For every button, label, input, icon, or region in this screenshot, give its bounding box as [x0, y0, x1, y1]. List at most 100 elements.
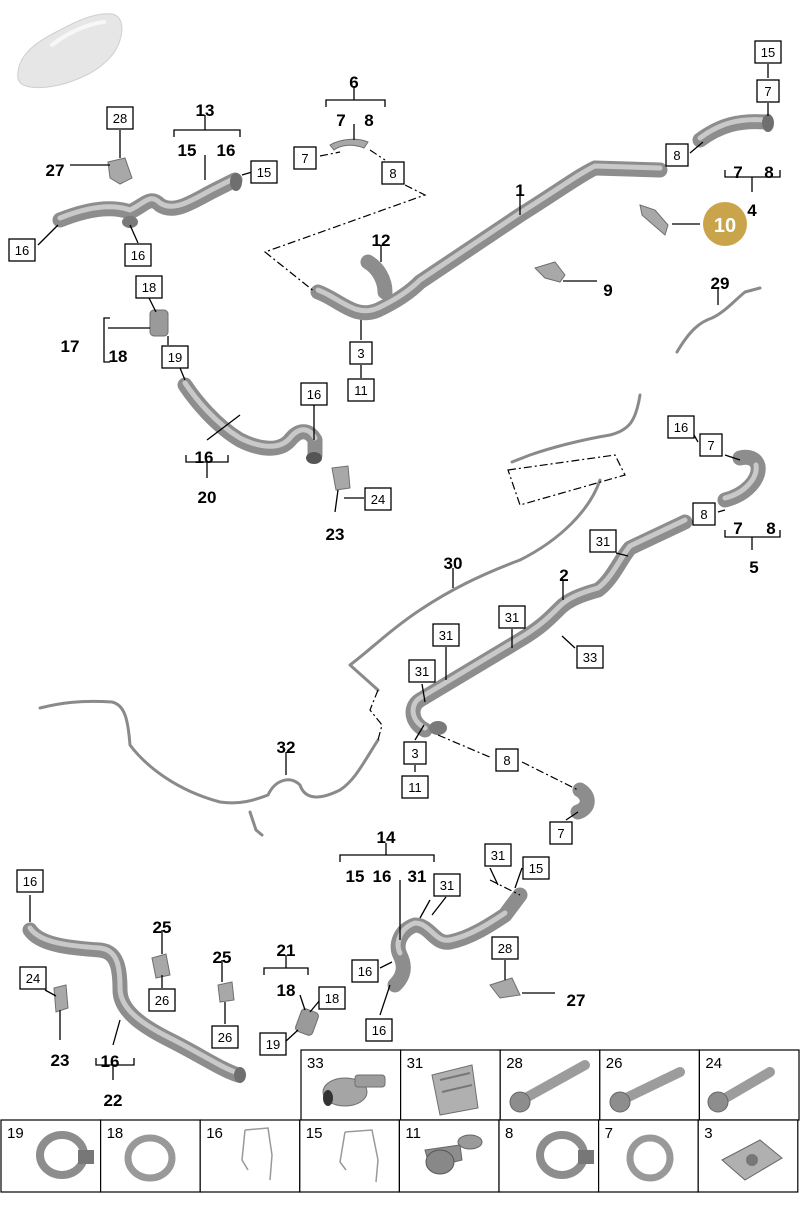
callout-label-20[interactable]: 20	[198, 488, 217, 507]
callout-box-24[interactable]: 24	[19, 966, 47, 990]
callout-label-18[interactable]: 18	[109, 347, 128, 366]
part-16-spring-clip-icon	[241, 1127, 273, 1181]
callout-box-31[interactable]: 31	[408, 659, 436, 683]
clip-part-23-upper	[331, 465, 351, 491]
callout-label-17[interactable]: 17	[61, 337, 80, 356]
callout-box-8[interactable]: 8	[665, 143, 689, 167]
callout-box-label: 7	[557, 826, 564, 841]
callout-box-16[interactable]: 16	[16, 869, 44, 893]
callout-box-26[interactable]: 26	[211, 1025, 239, 1049]
parts-legend-cell-16[interactable]: 16	[199, 1119, 301, 1193]
callout-box-label: 31	[440, 878, 454, 893]
callout-box-26[interactable]: 26	[148, 988, 176, 1012]
callout-box-16[interactable]: 16	[667, 415, 695, 439]
callout-box-16[interactable]: 16	[300, 382, 328, 406]
callout-box-11[interactable]: 11	[401, 775, 429, 799]
callout-box-19[interactable]: 19	[161, 345, 189, 369]
callout-label-8[interactable]: 8	[766, 519, 775, 538]
coolant-pipe-2	[405, 514, 693, 738]
callout-box-11[interactable]: 11	[347, 378, 375, 402]
callout-box-label: 31	[439, 628, 453, 643]
parts-legend-cell-15[interactable]: 15	[299, 1119, 400, 1193]
callout-box-31[interactable]: 31	[498, 605, 526, 629]
callout-box-3[interactable]: 3	[403, 741, 427, 765]
callout-label-15[interactable]: 15	[346, 867, 365, 886]
callout-label-16[interactable]: 16	[195, 448, 214, 467]
callout-label-15[interactable]: 15	[178, 141, 197, 160]
callout-box-16[interactable]: 16	[8, 238, 36, 262]
parts-legend-number: 28	[506, 1055, 523, 1072]
callout-box-31[interactable]: 31	[484, 843, 512, 867]
callout-label-14[interactable]: 14	[377, 828, 396, 847]
callout-label-7[interactable]: 7	[336, 111, 345, 130]
clip-part-27-upper	[107, 157, 133, 185]
callout-box-31[interactable]: 31	[432, 623, 460, 647]
callout-box-7[interactable]: 7	[699, 433, 723, 457]
highlighted-part-10[interactable]: 10	[703, 202, 747, 246]
callout-label-16[interactable]: 16	[101, 1052, 120, 1071]
callout-label-7[interactable]: 7	[733, 519, 742, 538]
callout-label-4[interactable]: 4	[747, 201, 757, 220]
callout-box-8[interactable]: 8	[495, 748, 519, 772]
callout-box-7[interactable]: 7	[756, 79, 780, 103]
callout-box-7[interactable]: 7	[549, 821, 573, 845]
callout-label-12[interactable]: 12	[372, 231, 391, 250]
callout-box-label: 18	[325, 991, 339, 1006]
callout-box-33[interactable]: 33	[576, 645, 604, 669]
callout-label-16[interactable]: 16	[217, 141, 236, 160]
callout-label-8[interactable]: 8	[764, 163, 773, 182]
callout-label-27[interactable]: 27	[46, 161, 65, 180]
callout-label-31[interactable]: 31	[408, 867, 427, 886]
callout-label-18[interactable]: 18	[277, 981, 296, 1000]
callout-label-23[interactable]: 23	[51, 1051, 70, 1070]
coolant-pipe-5	[717, 449, 766, 508]
callout-label-29[interactable]: 29	[711, 274, 730, 293]
callout-box-8[interactable]: 8	[692, 502, 716, 526]
callout-box-16[interactable]: 16	[365, 1018, 393, 1042]
callout-label-16[interactable]: 16	[373, 867, 392, 886]
callout-box-7[interactable]: 7	[293, 146, 317, 170]
callout-box-15[interactable]: 15	[250, 160, 278, 184]
callout-box-18[interactable]: 18	[318, 986, 346, 1010]
callout-box-31[interactable]: 31	[589, 529, 617, 553]
callout-box-15[interactable]: 15	[522, 856, 550, 880]
callout-label-2[interactable]: 2	[559, 566, 568, 585]
callout-label-9[interactable]: 9	[603, 281, 612, 300]
callout-label-7[interactable]: 7	[733, 163, 742, 182]
callout-label-8[interactable]: 8	[364, 111, 373, 130]
parts-legend-number: 33	[307, 1055, 324, 1072]
callout-box-15[interactable]: 15	[754, 40, 782, 64]
callout-box-28[interactable]: 28	[106, 106, 134, 130]
callout-box-16[interactable]: 16	[351, 959, 379, 983]
callout-box-label: 26	[218, 1030, 232, 1045]
callout-label-22[interactable]: 22	[104, 1091, 123, 1110]
callout-label-6[interactable]: 6	[349, 73, 358, 92]
callout-box-label: 8	[673, 148, 680, 163]
vehicle-thumbnail-icon	[17, 13, 123, 89]
callout-label-21[interactable]: 21	[277, 941, 296, 960]
callout-box-28[interactable]: 28	[491, 936, 519, 960]
callout-label-25[interactable]: 25	[213, 948, 232, 967]
callout-box-label: 31	[415, 664, 429, 679]
callout-label-32[interactable]: 32	[277, 738, 296, 757]
callout-label-5[interactable]: 5	[749, 558, 758, 577]
parts-legend-number: 7	[605, 1125, 613, 1142]
callout-box-19[interactable]: 19	[259, 1032, 287, 1056]
callout-box-3[interactable]: 3	[349, 341, 373, 365]
callout-label-25[interactable]: 25	[153, 918, 172, 937]
callout-label-13[interactable]: 13	[196, 101, 215, 120]
callout-box-label: 11	[408, 780, 422, 795]
callout-box-18[interactable]: 18	[135, 275, 163, 299]
parts-legend-number: 8	[505, 1125, 513, 1142]
part-18-oring-icon	[124, 1134, 176, 1182]
callout-box-8[interactable]: 8	[381, 161, 405, 185]
callout-box-24[interactable]: 24	[364, 487, 392, 511]
callout-box-16[interactable]: 16	[124, 243, 152, 267]
callout-label-30[interactable]: 30	[444, 554, 463, 573]
callout-label-1[interactable]: 1	[515, 181, 524, 200]
callout-box-31[interactable]: 31	[433, 873, 461, 897]
callout-label-27[interactable]: 27	[567, 991, 586, 1010]
callout-label-23[interactable]: 23	[326, 525, 345, 544]
